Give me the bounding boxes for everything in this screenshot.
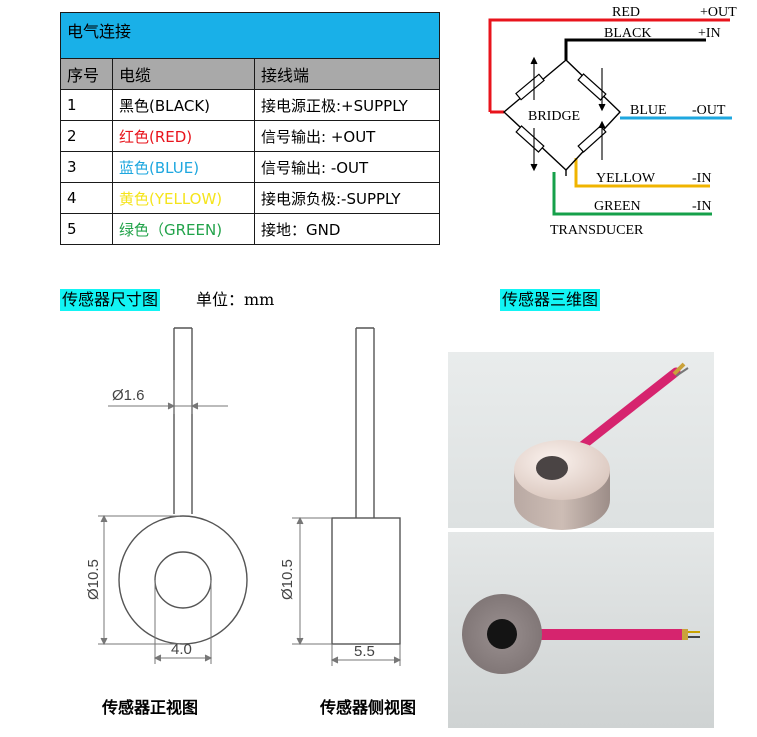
- row-index: 4: [60, 182, 113, 214]
- red-wire-signal: +OUT: [700, 5, 737, 20]
- transducer-label: TRANSDUCER: [550, 223, 644, 238]
- wire-diameter-label: Ø1.6: [112, 387, 145, 404]
- yellow-wire-signal: -IN: [692, 171, 711, 186]
- row-index: 1: [60, 89, 113, 121]
- header-index: 序号: [60, 58, 113, 90]
- bridge-label: BRIDGE: [528, 109, 580, 124]
- row-cable: 红色(RED): [112, 120, 255, 152]
- row-terminal: 接地：GND: [254, 213, 440, 245]
- header-cable: 电缆: [112, 58, 255, 90]
- row-cable: 蓝色(BLUE): [112, 151, 255, 183]
- render-angled: [448, 352, 714, 530]
- thickness-label: 5.5: [354, 643, 375, 660]
- side-diameter-label: Ø10.5: [279, 559, 296, 600]
- wiring-title-row: 电气连接: [60, 12, 440, 59]
- yellow-wire: [574, 158, 710, 188]
- wiring-table: 电气连接 序号 电缆 接线端 1 黑色(BLACK) 接电源正极:+SUPPLY…: [60, 12, 440, 245]
- row-cable: 黑色(BLACK): [112, 89, 255, 121]
- row-terminal: 接电源正极:+SUPPLY: [254, 89, 440, 121]
- dimension-section-label: 传感器尺寸图: [60, 289, 161, 311]
- black-wire-signal: +IN: [698, 26, 721, 41]
- unit-label: 单位：mm: [196, 290, 275, 309]
- bridge-resistors: [515, 73, 607, 153]
- table-row: 1 黑色(BLACK) 接电源正极:+SUPPLY: [60, 89, 440, 121]
- side-view-caption: 传感器侧视图: [320, 698, 417, 717]
- green-wire: [552, 172, 712, 216]
- resistor-arrows: [530, 56, 606, 172]
- row-terminal: 接电源负极:-SUPPLY: [254, 182, 440, 214]
- blue-wire-signal: -OUT: [692, 103, 726, 118]
- row-cable: 黄色(YELLOW): [112, 182, 255, 214]
- inner-diameter-label: 4.0: [171, 641, 192, 658]
- table-row: 5 绿色（GREEN) 接地：GND: [60, 213, 440, 245]
- sensor-3d-renders: [448, 352, 714, 728]
- blue-wire-label: BLUE: [630, 103, 667, 118]
- red-wire-label: RED: [612, 5, 640, 20]
- yellow-wire-label: YELLOW: [596, 171, 656, 186]
- bridge-diagram: RED +OUT BLACK +IN BLUE -OUT YELLOW -IN …: [488, 5, 737, 238]
- row-index: 2: [60, 120, 113, 152]
- row-index: 5: [60, 213, 113, 245]
- row-index: 3: [60, 151, 113, 183]
- row-terminal: 信号输出: +OUT: [254, 120, 440, 152]
- model-section-label: 传感器三维图: [500, 289, 601, 311]
- front-view-caption: 传感器正视图: [102, 698, 199, 717]
- wiring-title: 电气连接: [60, 12, 440, 59]
- front-view-drawing: Ø1.6 Ø10.5 4.0: [85, 327, 248, 664]
- header-terminal: 接线端: [254, 58, 440, 90]
- side-view-drawing: Ø10.5 5.5: [279, 327, 402, 666]
- row-cable: 绿色（GREEN): [112, 213, 255, 245]
- outer-diameter-label: Ø10.5: [85, 559, 102, 600]
- green-wire-signal: -IN: [692, 199, 711, 214]
- table-row: 3 蓝色(BLUE) 信号输出: -OUT: [60, 151, 440, 183]
- table-row: 2 红色(RED) 信号输出: +OUT: [60, 120, 440, 152]
- black-wire: [564, 38, 706, 60]
- red-wire: [488, 18, 730, 112]
- table-row: 4 黄色(YELLOW) 接电源负极:-SUPPLY: [60, 182, 440, 214]
- black-wire-label: BLACK: [604, 26, 651, 41]
- wiring-header-row: 序号 电缆 接线端: [60, 58, 440, 90]
- green-wire-label: GREEN: [594, 199, 641, 214]
- render-front: [448, 532, 714, 728]
- row-terminal: 信号输出: -OUT: [254, 151, 440, 183]
